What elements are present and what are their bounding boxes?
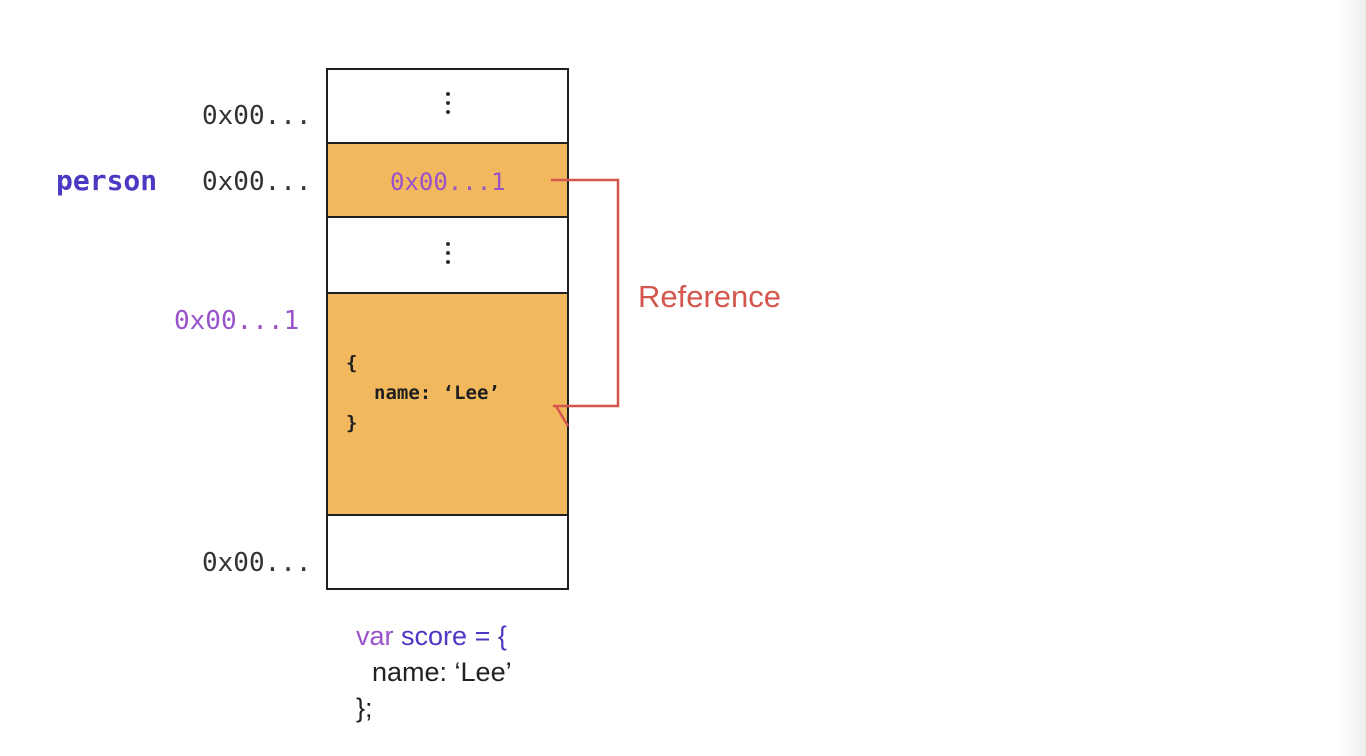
address-label-top: 0x00...	[202, 101, 312, 131]
code-line-1: var score = {	[356, 621, 507, 652]
memory-cell-object: { name: ‘Lee’ }	[326, 292, 569, 516]
address-label-bottom: 0x00...	[202, 548, 312, 578]
code-line-2: name: ‘Lee’	[372, 657, 512, 687]
address-label-object: 0x00...1	[174, 306, 300, 336]
person-cell-value: 0x00...1	[390, 168, 506, 196]
object-property: name: ‘Lee’	[374, 382, 500, 404]
code-keyword: var	[356, 621, 394, 651]
object-close-brace: }	[346, 412, 358, 434]
code-line-3: };	[356, 693, 373, 723]
reference-arrow-line	[551, 178, 620, 408]
reference-label: Reference	[638, 279, 782, 314]
ellipsis-icon	[445, 92, 450, 119]
ellipsis-icon	[445, 242, 450, 269]
address-label-person: 0x00...	[202, 167, 312, 197]
variable-name-person: person	[56, 164, 158, 197]
memory-cell-bottom	[326, 514, 569, 590]
object-open-brace: {	[346, 352, 358, 374]
code-identifier: score	[401, 621, 468, 651]
memory-cell-gap	[326, 216, 569, 294]
arrowhead-icon	[554, 405, 570, 427]
code-assign: = {	[474, 621, 507, 651]
page-edge-shadow	[1340, 0, 1366, 756]
memory-cell-person: 0x00...1	[326, 142, 569, 218]
